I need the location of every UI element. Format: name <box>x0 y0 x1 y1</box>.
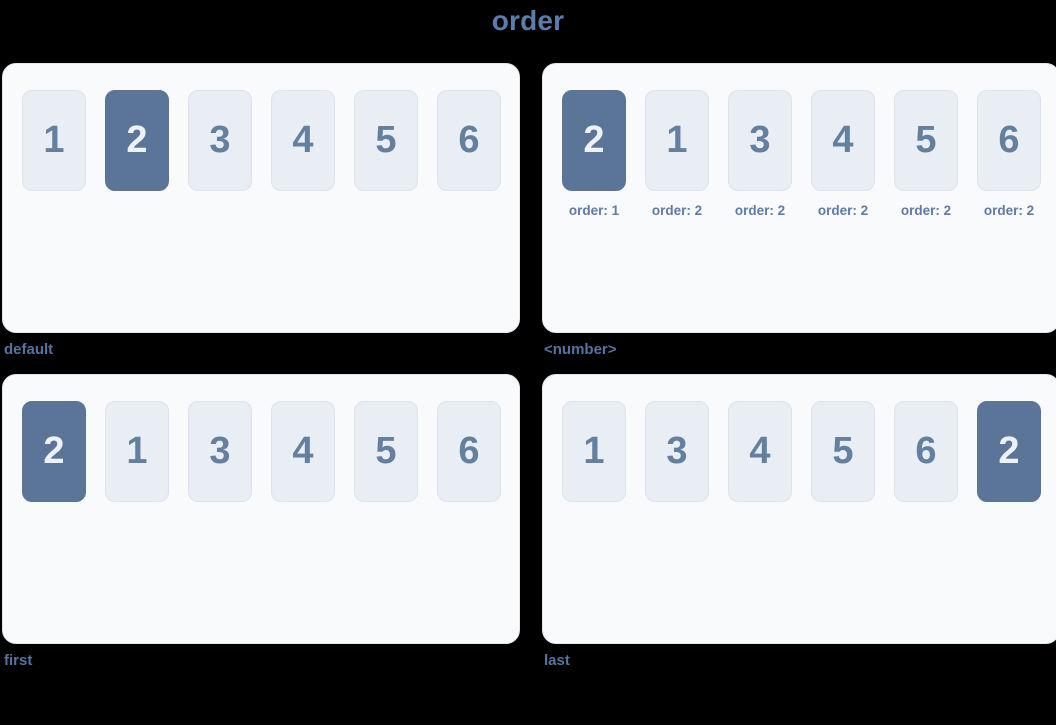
panel-label-last: last <box>544 652 570 669</box>
flex-item: 6 order: 2 <box>977 90 1041 218</box>
flex-item: 4 <box>271 90 335 191</box>
flex-item-box: 4 <box>271 90 335 191</box>
flex-item-box: 4 <box>811 90 875 191</box>
flex-item: 5 <box>811 401 875 502</box>
flex-item-box: 4 <box>271 401 335 502</box>
flex-item-box: 4 <box>728 401 792 502</box>
flex-item: 2 <box>105 90 169 191</box>
flex-item-box: 3 <box>645 401 709 502</box>
flex-item: 4 <box>728 401 792 502</box>
flex-item-box: 3 <box>728 90 792 191</box>
flex-item: 3 order: 2 <box>728 90 792 218</box>
order-caption: order: 2 <box>900 203 952 218</box>
flex-item-box: 6 <box>894 401 958 502</box>
flex-item: 1 <box>22 90 86 191</box>
panel-label-first: first <box>4 652 33 669</box>
flex-item: 6 <box>437 401 501 502</box>
flex-item-box-highlighted: 2 <box>22 401 86 502</box>
flex-item: 2 <box>22 401 86 502</box>
flex-item: 3 <box>645 401 709 502</box>
flex-item: 3 <box>188 401 252 502</box>
demo-number: 2 order: 1 1 order: 2 3 order: 2 4 order: 2 5 ord… <box>542 63 1056 374</box>
order-caption: order: 2 <box>983 203 1035 218</box>
flex-item: 6 <box>894 401 958 502</box>
flex-item: 4 <box>271 401 335 502</box>
flex-container-number: 2 order: 1 1 order: 2 3 order: 2 4 order: 2 5 ord… <box>542 63 1056 333</box>
flex-item: 2 order: 1 <box>562 90 626 218</box>
flex-item-box: 5 <box>894 90 958 191</box>
flex-item-box: 1 <box>562 401 626 502</box>
flex-item-box: 6 <box>437 90 501 191</box>
flex-item-box: 3 <box>188 401 252 502</box>
flex-item: 5 <box>354 90 418 191</box>
flex-item-box: 1 <box>105 401 169 502</box>
flex-item: 2 <box>977 401 1041 502</box>
flex-item-box: 1 <box>22 90 86 191</box>
flex-item-box-highlighted: 2 <box>562 90 626 191</box>
flex-item-box-highlighted: 2 <box>977 401 1041 502</box>
flex-item: 5 order: 2 <box>894 90 958 218</box>
flex-item-box: 5 <box>354 90 418 191</box>
flex-item: 5 <box>354 401 418 502</box>
flex-item-box-highlighted: 2 <box>105 90 169 191</box>
order-caption: order: 2 <box>817 203 869 218</box>
flex-item-box: 1 <box>645 90 709 191</box>
order-caption: order: 2 <box>734 203 786 218</box>
flex-item: 1 <box>562 401 626 502</box>
page-title: order <box>491 5 565 36</box>
flex-item: 4 order: 2 <box>811 90 875 218</box>
flex-item: 6 <box>437 90 501 191</box>
flex-item-box: 6 <box>437 401 501 502</box>
panel-label-number: <number> <box>544 341 617 358</box>
flex-item-box: 6 <box>977 90 1041 191</box>
flex-item: 1 order: 2 <box>645 90 709 218</box>
panel-label-default: default <box>4 341 54 358</box>
flex-item-box: 5 <box>811 401 875 502</box>
flex-item: 1 <box>105 401 169 502</box>
flex-item-box: 5 <box>354 401 418 502</box>
order-caption: order: 2 <box>651 203 703 218</box>
order-caption: order: 1 <box>568 203 620 218</box>
flex-item-box: 3 <box>188 90 252 191</box>
flex-item: 3 <box>188 90 252 191</box>
